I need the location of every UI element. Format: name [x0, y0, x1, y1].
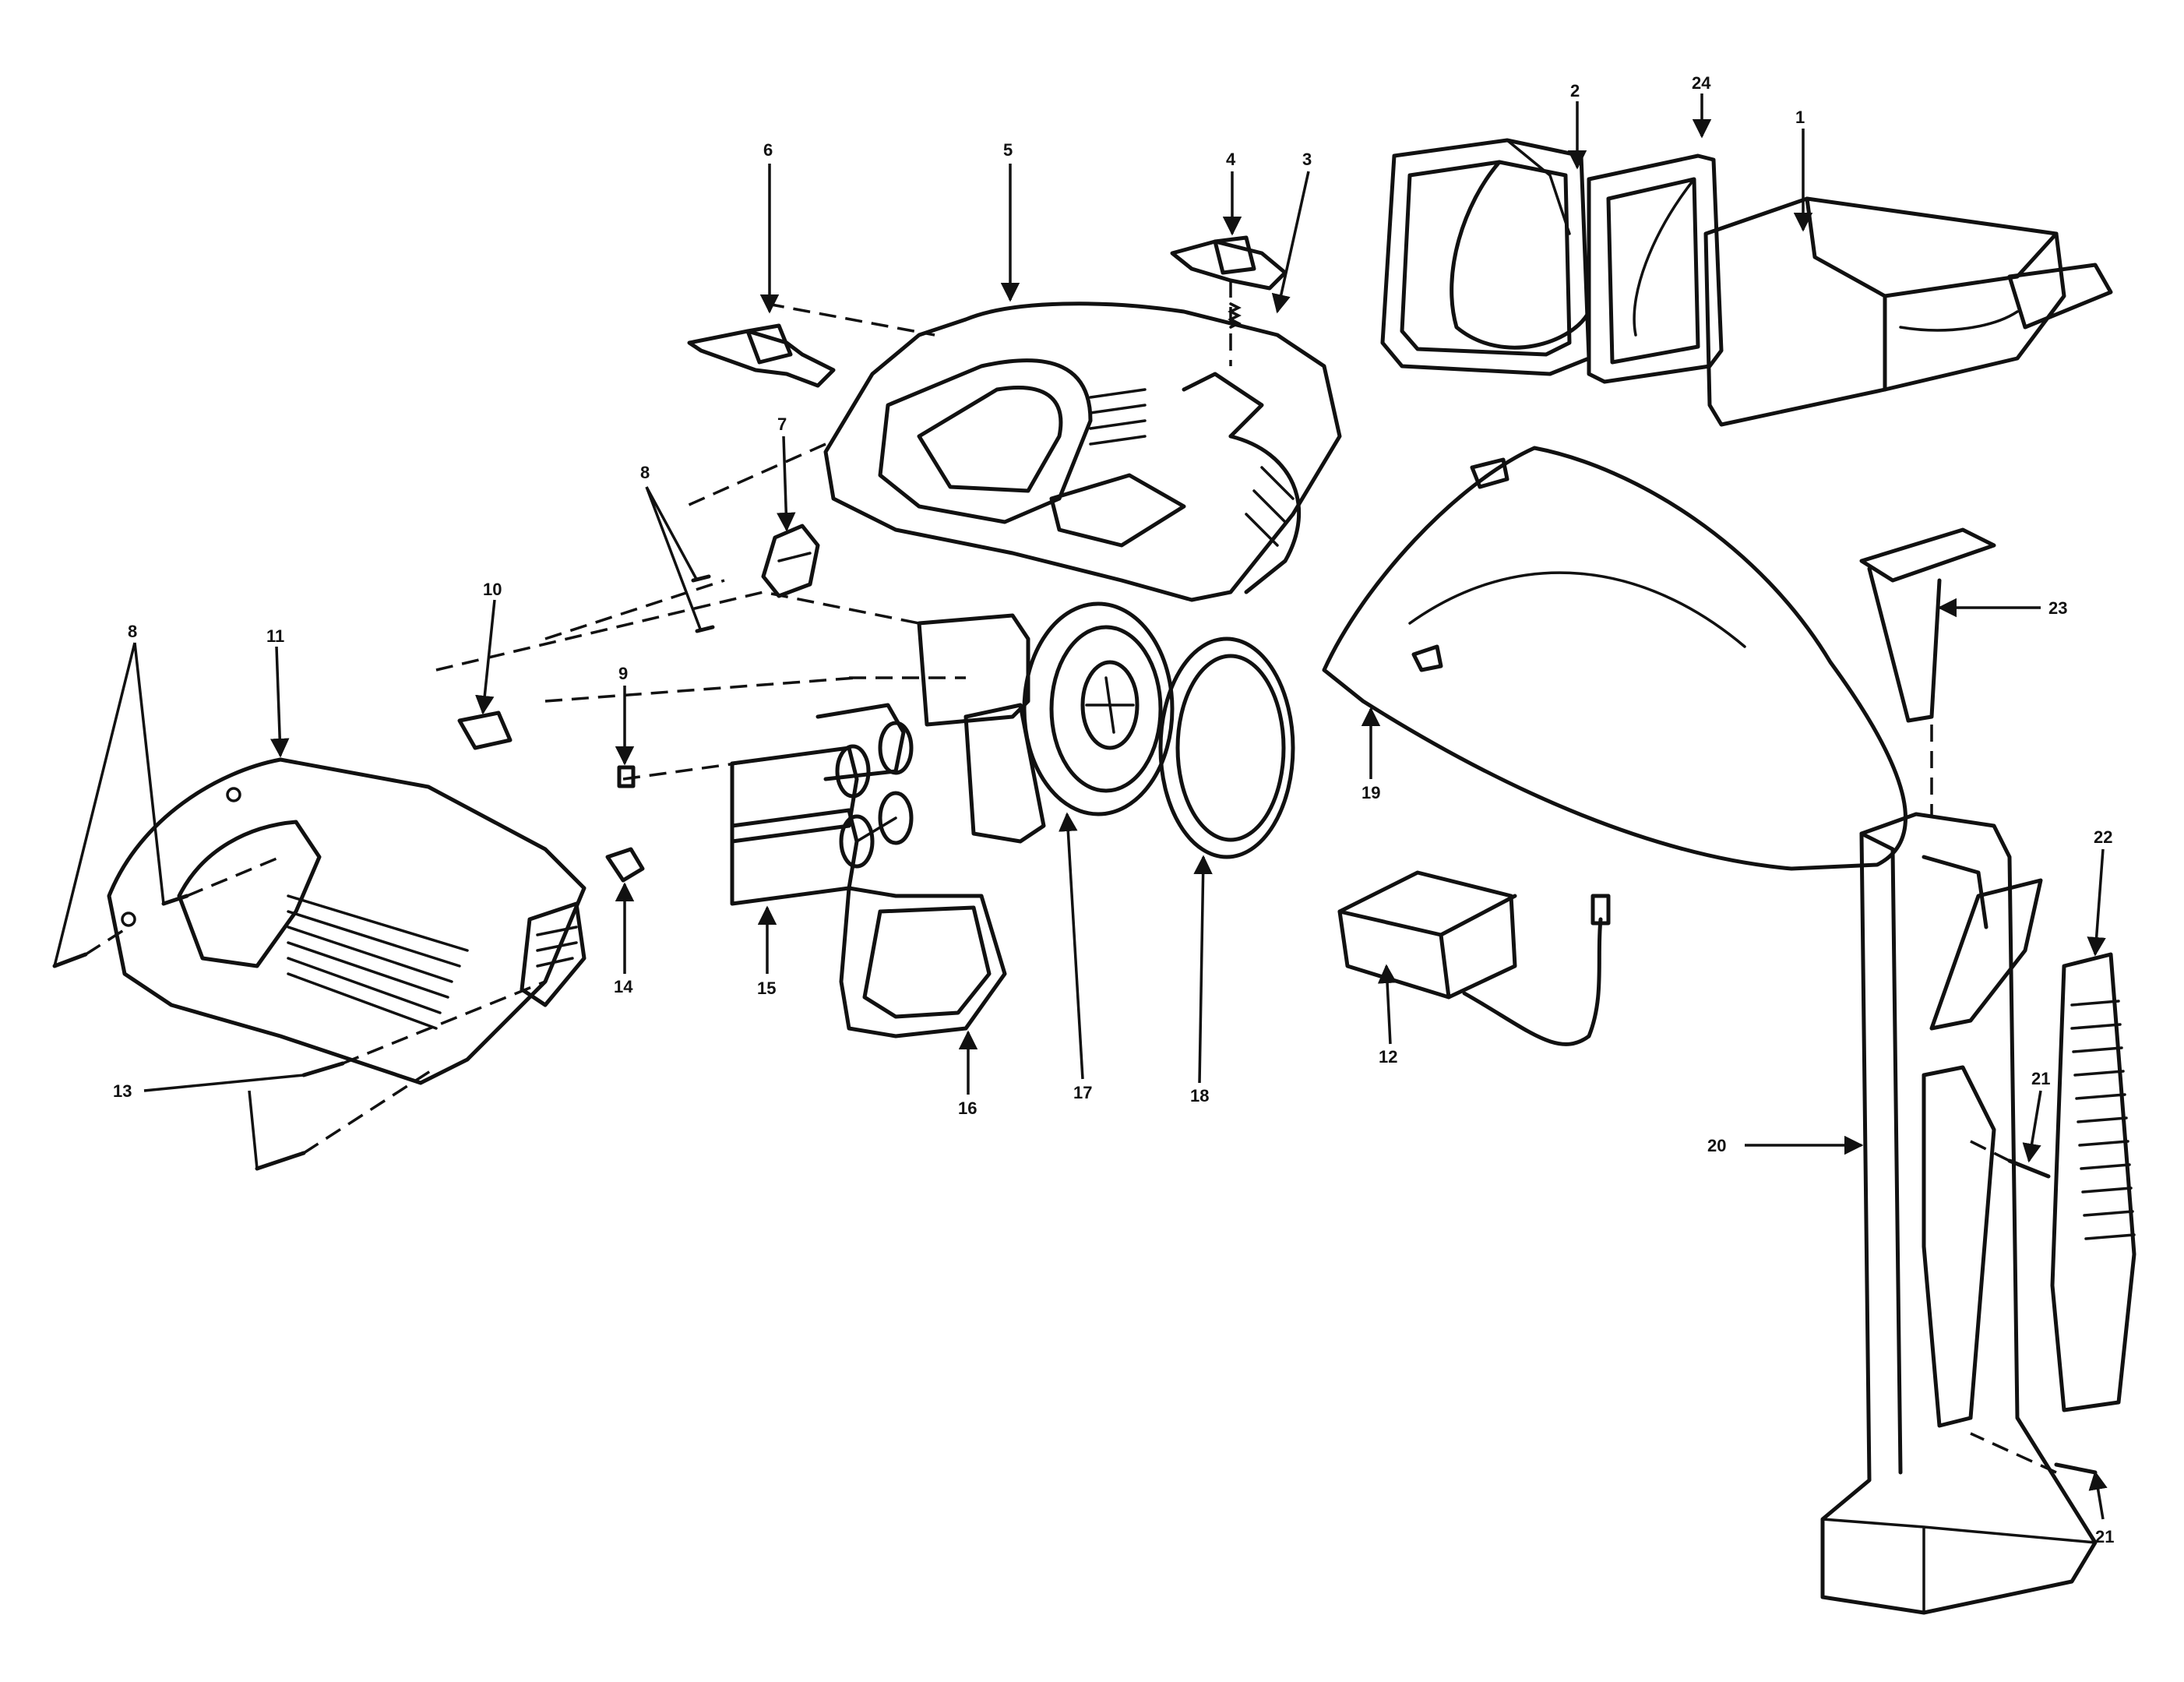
callout-4: 4	[1226, 150, 1236, 169]
callout-23: 23	[2048, 598, 2067, 618]
callout-14: 14	[614, 977, 633, 996]
callout-22: 22	[2094, 827, 2112, 847]
callout-12: 12	[1379, 1047, 1397, 1067]
callout-11: 11	[266, 626, 284, 646]
gasket-ring	[1158, 636, 1295, 859]
callout-8a: 8	[640, 463, 650, 482]
assembly-lines	[85, 280, 2057, 1474]
terminal	[605, 847, 645, 883]
lower-housing	[107, 757, 587, 1085]
callout-19: 19	[1361, 783, 1380, 802]
callout-8b: 8	[128, 622, 137, 641]
callout-labels: 1 2 3 4 5 6 7 8 8 9 10 11 12 13 14 15 16…	[113, 73, 2114, 1546]
callout-2: 2	[1570, 81, 1580, 100]
callout-17: 17	[1073, 1083, 1092, 1102]
extension-wand	[2050, 952, 2136, 1412]
callout-18: 18	[1190, 1086, 1209, 1105]
callout-16: 16	[958, 1098, 977, 1118]
callout-15: 15	[757, 979, 776, 998]
filter-frame	[1380, 138, 1591, 376]
contact-plate	[457, 711, 513, 750]
callout-9: 9	[618, 664, 628, 683]
callout-7: 7	[777, 414, 787, 434]
callout-20: 20	[1707, 1136, 1726, 1155]
callout-21a: 21	[2031, 1069, 2050, 1088]
callout-21b: 21	[2095, 1527, 2114, 1546]
callout-1: 1	[1795, 108, 1805, 127]
switch	[761, 524, 820, 598]
callout-10: 10	[483, 580, 502, 599]
charger	[1337, 870, 1611, 1046]
motor-fan-assembly	[917, 601, 1175, 844]
callout-5: 5	[1003, 140, 1013, 160]
upper-housing	[823, 301, 1342, 602]
crevice-tool	[1859, 527, 1996, 723]
filter-gasket	[1587, 153, 1724, 384]
latch	[687, 323, 836, 388]
release-button-and-spring	[1170, 235, 1288, 329]
screws	[52, 574, 2098, 1475]
crevice-nozzle	[1703, 196, 2113, 427]
handle-strap	[839, 886, 1007, 1038]
wall-mount-stand	[1820, 812, 2098, 1615]
callout-3: 3	[1302, 150, 1312, 169]
callout-13: 13	[113, 1081, 132, 1101]
callout-24: 24	[1692, 73, 1711, 93]
callout-leaders	[53, 93, 2108, 1520]
callout-6: 6	[763, 140, 773, 160]
dirt-cup	[1322, 446, 1907, 871]
battery-pack	[730, 703, 914, 906]
